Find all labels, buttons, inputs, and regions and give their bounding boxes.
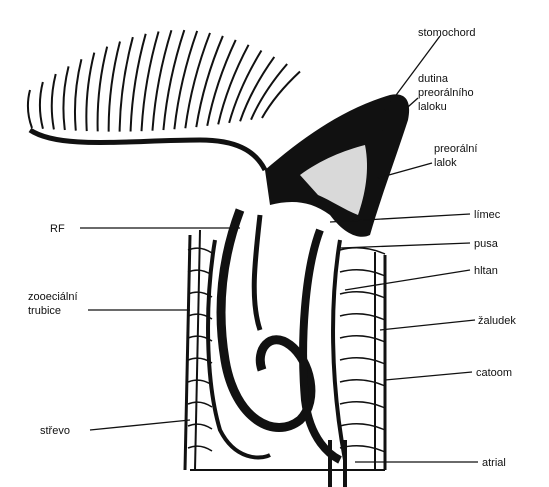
label-hltan: hltan bbox=[474, 265, 498, 277]
label-dutina-3: laloku bbox=[418, 101, 447, 113]
body-column bbox=[185, 230, 385, 470]
body-ring bbox=[188, 424, 212, 429]
gut-loop bbox=[208, 210, 345, 460]
tentacle bbox=[98, 47, 108, 132]
label-preoral-2: lalok bbox=[434, 157, 457, 169]
body-ring bbox=[340, 424, 385, 430]
tentacle bbox=[52, 74, 56, 129]
labels: stomochord dutina preorálního laloku pre… bbox=[28, 27, 516, 469]
tentacles bbox=[28, 30, 300, 132]
body-ring bbox=[340, 380, 385, 386]
body-ring bbox=[340, 358, 385, 364]
tentacle bbox=[63, 66, 68, 130]
tentacle bbox=[86, 53, 94, 131]
tentacle bbox=[75, 59, 81, 130]
label-stomochord: stomochord bbox=[418, 27, 475, 39]
body-ring bbox=[188, 380, 212, 385]
body-ring bbox=[188, 402, 212, 407]
label-strevo: střevo bbox=[40, 425, 70, 437]
body-ring bbox=[340, 314, 385, 320]
label-zaludek: žaludek bbox=[478, 315, 516, 327]
tentacle bbox=[109, 41, 120, 131]
tentacle bbox=[40, 82, 43, 129]
label-zooecial-2: trubice bbox=[28, 305, 61, 317]
tentacle bbox=[262, 71, 300, 118]
label-preoral-1: preorální bbox=[434, 143, 477, 155]
tentacle bbox=[28, 90, 32, 128]
label-limec: límec bbox=[474, 209, 501, 221]
body-ring bbox=[340, 292, 385, 298]
body-ring bbox=[340, 248, 385, 254]
label-zooecial-1: zooeciální bbox=[28, 291, 78, 303]
label-atrial: atrial bbox=[482, 457, 506, 469]
label-pusa: pusa bbox=[474, 238, 499, 250]
leader-lines bbox=[80, 36, 478, 462]
tentacle bbox=[174, 31, 197, 129]
label-dutina-1: dutina bbox=[418, 73, 449, 85]
tentacle-crown bbox=[28, 30, 300, 170]
tentacle bbox=[240, 57, 274, 121]
preoral-lobe bbox=[265, 94, 409, 236]
body-ring bbox=[340, 402, 385, 408]
body-ring bbox=[340, 270, 385, 276]
label-dutina-2: preorálního bbox=[418, 87, 474, 99]
tentacle bbox=[142, 32, 159, 132]
label-rf: RF bbox=[50, 223, 65, 235]
body-ring bbox=[340, 336, 385, 342]
label-catoom: catoom bbox=[476, 367, 512, 379]
body-ring bbox=[188, 446, 212, 451]
